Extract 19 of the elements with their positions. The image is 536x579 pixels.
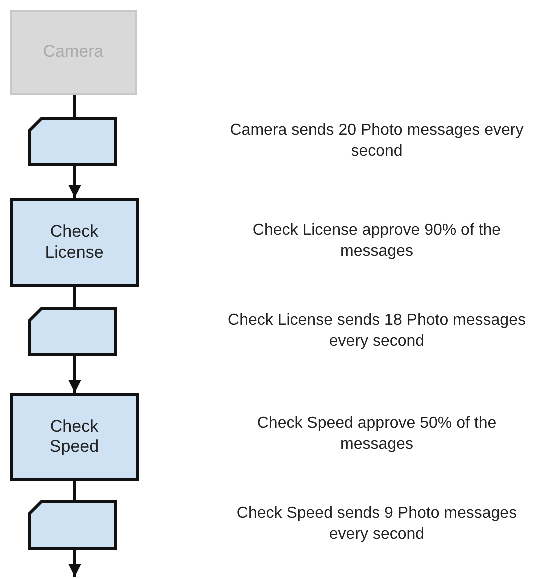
description-text: Check License sends 18 Photo messages every second (227, 311, 527, 352)
card-shape (28, 500, 117, 550)
card-shape (28, 117, 117, 166)
description-text: Camera sends 20 Photo messages every second (229, 121, 525, 162)
arrow (68, 166, 82, 198)
connector-line (74, 95, 76, 117)
connector-line (74, 481, 76, 500)
process-box (10, 393, 139, 481)
connector-line (74, 287, 76, 307)
card-shape (28, 307, 117, 356)
node-label: Check License (44, 222, 105, 263)
node-label: Check Speed (48, 416, 100, 458)
arrow (68, 550, 82, 577)
process-box (10, 198, 139, 287)
source-box (10, 10, 137, 95)
description-text: Check Speed approve 50% of the messages (256, 414, 498, 455)
description-text: Check License approve 90% of the messages (252, 221, 502, 262)
description-text: Check Speed sends 9 Photo messages every second (236, 504, 518, 545)
arrow (68, 356, 82, 393)
